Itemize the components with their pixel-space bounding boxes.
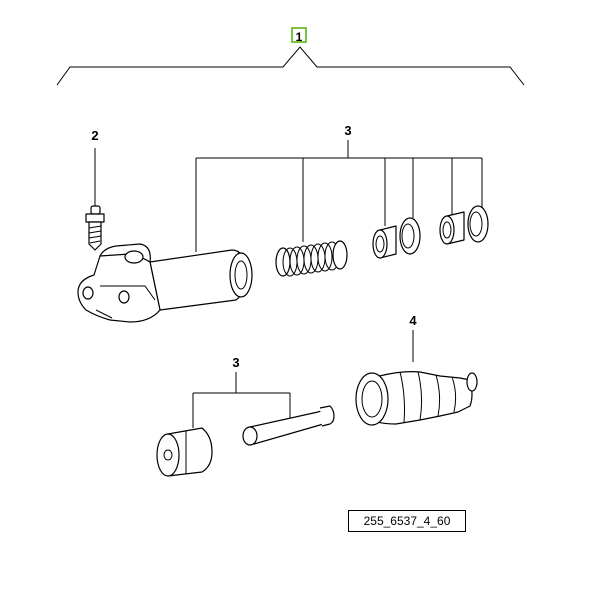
spring [275,240,348,277]
piston [156,427,213,477]
bleeder-screw [85,205,105,251]
callout-assembly-1[interactable]: 1 [291,27,307,44]
callout-repair-kit-3-lower[interactable]: 3 [232,355,240,370]
cylinder-housing [77,243,253,323]
leader-lines [94,140,483,428]
assembly-bracket [56,46,525,86]
push-rod [242,405,335,446]
callout-bleeder-2[interactable]: 2 [91,128,99,143]
dust-boot [355,371,478,426]
callout-repair-kit-3-upper[interactable]: 3 [344,123,352,138]
seal-cup-2 [439,205,489,245]
seal-cup-1 [372,217,421,259]
callout-boot-4[interactable]: 4 [409,313,417,328]
diagram-reference-code: 255_6537_4_60 [348,510,466,532]
